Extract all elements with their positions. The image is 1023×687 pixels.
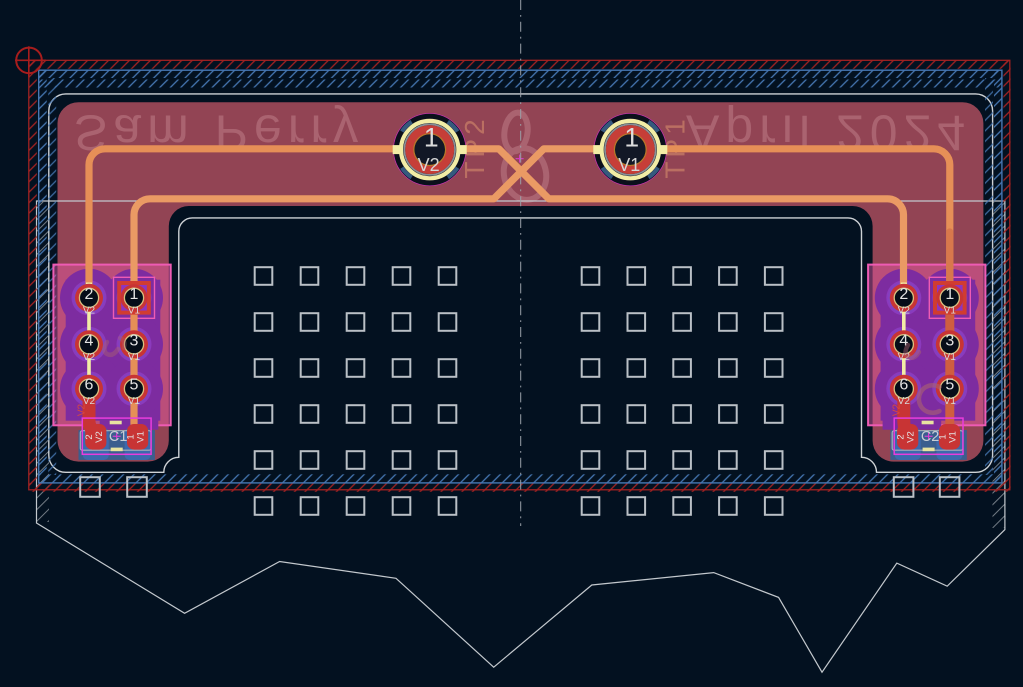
svg-text:V2: V2 — [83, 352, 96, 363]
svg-text:2: 2 — [84, 434, 95, 439]
svg-text:V1: V1 — [944, 352, 957, 363]
svg-text:6: 6 — [899, 377, 908, 394]
svg-text:3: 3 — [945, 332, 954, 349]
svg-text:V1: V1 — [944, 396, 957, 407]
svg-text:1: 1 — [424, 123, 439, 153]
svg-text:6: 6 — [85, 377, 94, 394]
svg-text:C2: C2 — [921, 429, 940, 445]
svg-text:V2: V2 — [77, 403, 88, 416]
svg-text:V1: V1 — [944, 305, 957, 316]
svg-text:V2: V2 — [418, 155, 440, 175]
svg-text:1: 1 — [938, 434, 949, 439]
svg-text:1: 1 — [945, 286, 954, 303]
svg-text:C1: C1 — [109, 429, 128, 445]
svg-text:V2: V2 — [898, 352, 911, 363]
svg-text:V2: V2 — [83, 305, 96, 316]
svg-text:2: 2 — [85, 286, 94, 303]
svg-text:V2: V2 — [898, 396, 911, 407]
svg-text:V2: V2 — [83, 396, 96, 407]
svg-text:V1: V1 — [128, 352, 141, 363]
svg-text:2: 2 — [896, 434, 907, 439]
svg-text:5: 5 — [945, 377, 954, 394]
svg-text:4: 4 — [899, 332, 908, 349]
svg-text:V1: V1 — [128, 305, 141, 316]
svg-text:2: 2 — [899, 286, 908, 303]
svg-text:3: 3 — [130, 332, 139, 349]
svg-text:1: 1 — [130, 286, 139, 303]
svg-text:V2: V2 — [891, 403, 902, 416]
svg-text:1: 1 — [624, 123, 639, 153]
svg-text:5: 5 — [130, 377, 139, 394]
svg-text:V1: V1 — [948, 431, 959, 443]
svg-text:V2: V2 — [94, 431, 105, 443]
svg-text:V1: V1 — [128, 396, 141, 407]
svg-text:4: 4 — [85, 332, 94, 349]
svg-text:V2: V2 — [906, 431, 917, 443]
svg-text:V1: V1 — [136, 431, 147, 443]
svg-text:V1: V1 — [618, 155, 640, 175]
svg-text:1: 1 — [126, 434, 137, 439]
svg-text:V2: V2 — [898, 305, 911, 316]
